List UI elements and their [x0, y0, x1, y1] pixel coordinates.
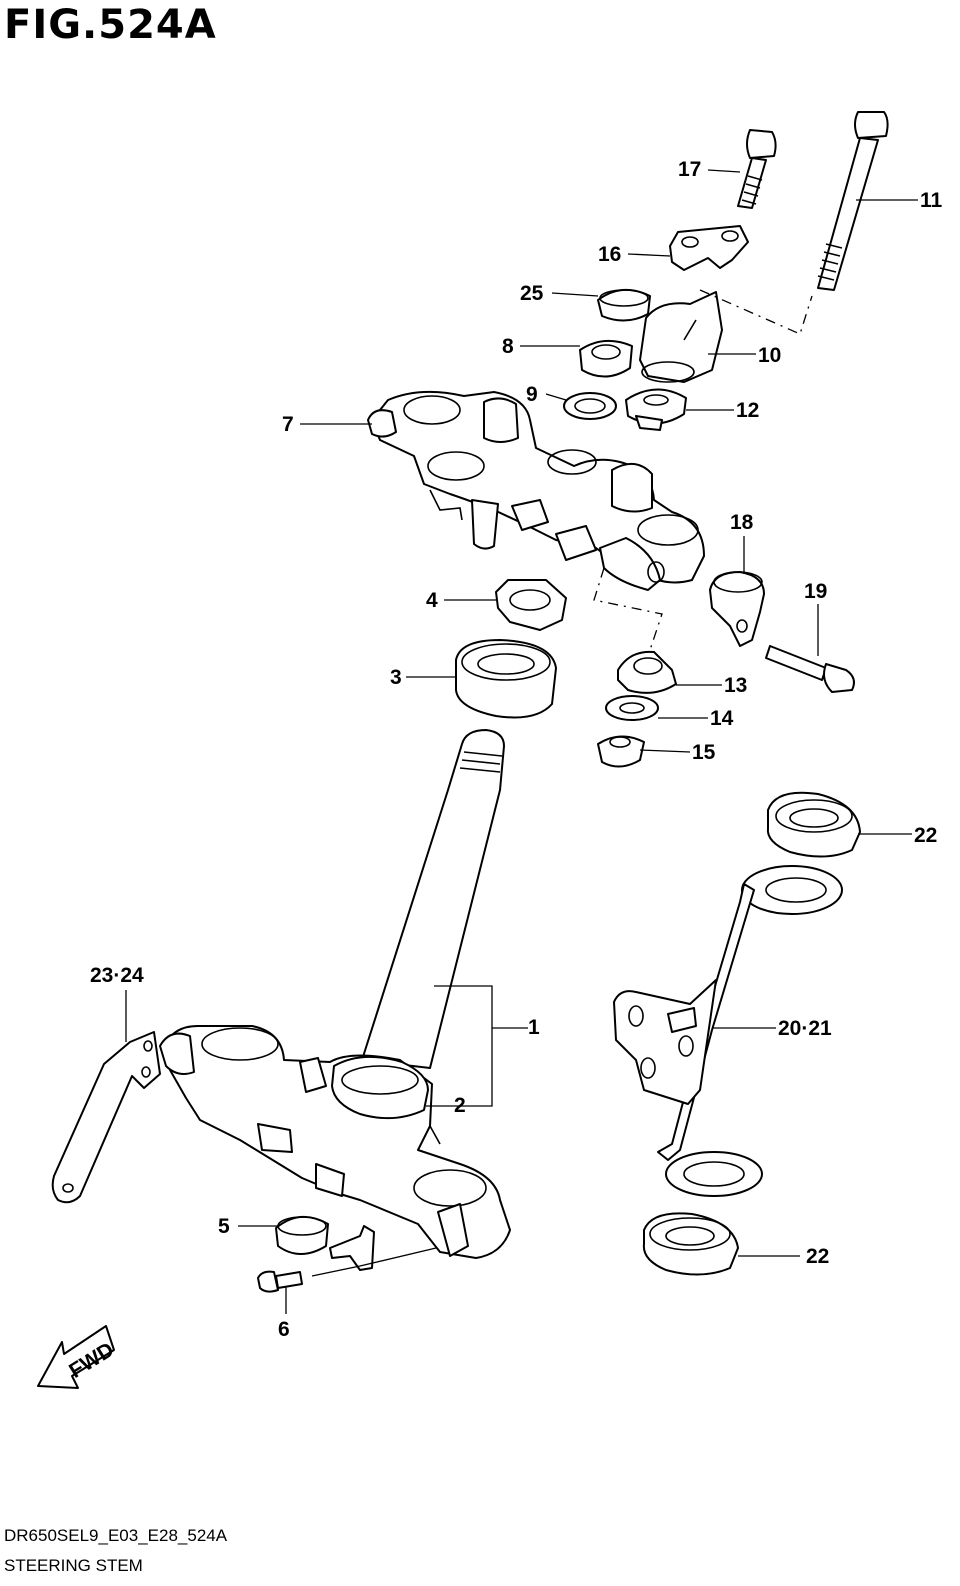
callout-8: 8 [502, 335, 514, 358]
callout-10: 10 [758, 344, 781, 367]
part-10-handlebar-holder [639, 291, 723, 383]
callout-6: 6 [278, 1318, 290, 1341]
callout-7: 7 [282, 413, 294, 436]
part-12-cushion [625, 388, 687, 431]
callout-16: 16 [598, 243, 621, 266]
part-5-clamp [275, 1216, 375, 1271]
part-17-bolt [737, 129, 777, 209]
callout-12: 12 [736, 399, 759, 422]
callout-1: 1 [528, 1016, 540, 1039]
callout-17: 17 [678, 158, 701, 181]
fwd-arrow-icon: FWD [37, 1325, 118, 1389]
part-11-bolt [817, 111, 889, 291]
callout-11: 11 [920, 189, 943, 212]
part-lower-bracket [159, 1025, 511, 1259]
part-20-21-headlight-bracket [613, 865, 843, 1197]
callout-2: 2 [454, 1094, 466, 1117]
model-code: DR650SEL9_E03_E28_524A [4, 1526, 228, 1545]
part-1-steering-stem [361, 729, 505, 1069]
part-23-24-bracket-arm [51, 1031, 161, 1204]
figure-title: FIG.524A [4, 2, 217, 48]
part-6-bolt [257, 1270, 303, 1293]
callout-15: 15 [692, 741, 716, 764]
callout-23-24: 23·24 [90, 964, 144, 987]
leader-lines [125, 169, 918, 1314]
part-14-washer [605, 695, 659, 721]
callout-22-lower: 22 [806, 1245, 829, 1268]
callout-13: 13 [724, 674, 747, 697]
callout-3: 3 [390, 666, 402, 689]
part-13-cushion [617, 650, 677, 694]
part-3-bearing [455, 639, 557, 719]
part-4-nut [495, 579, 567, 631]
callout-25: 25 [520, 282, 544, 305]
part-16-clamp-cap [669, 225, 749, 271]
callout-18: 18 [730, 511, 754, 534]
part-22-lower-seal [642, 1212, 739, 1276]
part-22-upper-seal [766, 791, 861, 858]
callout-4: 4 [426, 589, 438, 612]
diagram-caption: STEERING STEM [4, 1556, 143, 1575]
callout-22-upper: 22 [914, 824, 937, 847]
callout-labels: 1 2 3 4 5 6 7 8 9 10 11 12 13 14 15 16 1… [90, 158, 943, 1341]
part-19-bolt [765, 645, 855, 693]
part-7-upper-bracket [367, 390, 705, 591]
callout-19: 19 [804, 580, 827, 603]
callout-20-21: 20·21 [778, 1017, 832, 1040]
part-8-nut [579, 339, 633, 378]
callout-9: 9 [526, 383, 538, 406]
part-9-washer [563, 392, 617, 420]
part-18-damper [709, 571, 765, 647]
callout-14: 14 [710, 707, 734, 730]
callout-5: 5 [218, 1215, 230, 1238]
part-25-cap [597, 289, 651, 322]
part-15-nut [597, 735, 645, 768]
